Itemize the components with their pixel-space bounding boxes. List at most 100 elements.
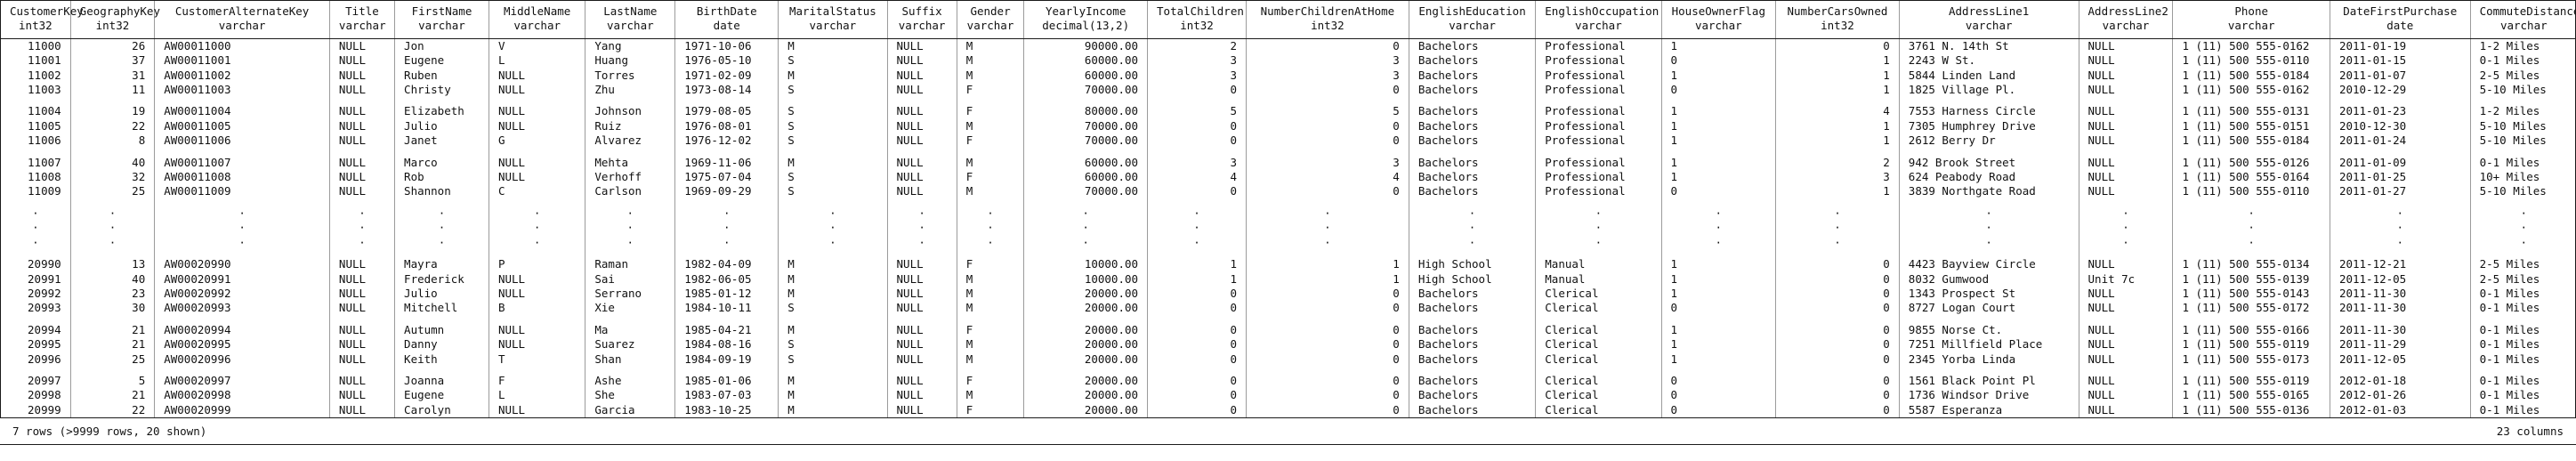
cell-englishoccupation: Clerical	[1535, 388, 1662, 403]
cell-numberchildrenathome: 0	[1246, 38, 1409, 54]
cell-englisheducation: Bachelors	[1409, 352, 1537, 367]
cell-gender: F	[957, 322, 1025, 338]
column-header-name: Gender	[970, 4, 1011, 18]
table-row-ellipsis[interactable]: ·······················	[1, 206, 2576, 222]
cell-addressline2: NULL	[2079, 184, 2174, 199]
cell-gender: M	[957, 352, 1025, 367]
cell-middlename: P	[489, 257, 586, 272]
cell-datefirstpurchase: 2011-01-19	[2330, 38, 2471, 54]
cell-middlename: V	[489, 38, 586, 54]
cell-numberchildrenathome: 3	[1246, 68, 1409, 84]
cell-gender: M	[957, 271, 1025, 287]
cell-englisheducation: Bachelors	[1409, 322, 1537, 338]
cell-numberchildrenathome: 0	[1246, 286, 1409, 302]
row-group-spacer	[1, 366, 2576, 374]
cell-maritalstatus: M	[778, 373, 888, 389]
cell-addressline2: NULL	[2079, 402, 2174, 418]
table-row-ellipsis[interactable]: ·······················	[1, 221, 2576, 236]
cell-commutedistance: 10+ Miles	[2479, 170, 2540, 184]
cell-lastname: Huang	[585, 53, 676, 69]
column-count-label: 23 columns	[2496, 425, 2564, 439]
cell-numbercarsowned: 1	[1775, 83, 1900, 98]
cell-numberchildrenathome: 0	[1246, 352, 1409, 367]
cell-suffix: NULL	[887, 38, 957, 54]
cell-datefirstpurchase: 2011-01-27	[2330, 184, 2471, 199]
row-group-spacer	[1, 198, 2576, 206]
cell-addressline2: NULL	[2079, 257, 2174, 272]
cell-birthdate: ·	[674, 206, 779, 222]
cell-englishoccupation: Professional	[1535, 184, 1662, 199]
cell-numberchildrenathome: 4	[1246, 170, 1409, 185]
cell-datefirstpurchase: 2010-12-29	[2330, 83, 2471, 98]
table-footer: 7 rows (>9999 rows, 20 shown) 23 columns	[0, 418, 2576, 444]
cell-addressline1: 2612 Berry Dr	[1899, 133, 2079, 149]
cell-customerkey: 11002	[1, 68, 71, 84]
cell-addressline2: NULL	[2079, 286, 2174, 302]
cell-numbercarsowned: 0	[1775, 271, 1900, 287]
cell-commutedistance: 0-1 Miles	[2479, 286, 2540, 300]
cell-commutedistance: 0-1 Miles	[2479, 388, 2540, 402]
cell-englisheducation: High School	[1409, 257, 1537, 272]
cell-numbercarsowned: 0	[1775, 286, 1900, 302]
table-row-ellipsis[interactable]: ·······················	[1, 235, 2576, 251]
column-header-type: varchar	[606, 19, 654, 33]
cell-yearlyincome: 70000.00	[1023, 184, 1149, 199]
cell-customerkey: 11001	[1, 53, 71, 69]
cell-maritalstatus: S	[778, 352, 888, 367]
cell-birthdate: 1976-05-10	[674, 53, 779, 69]
column-header-type: varchar	[218, 19, 266, 33]
cell-addressline2: NULL	[2079, 373, 2174, 389]
cell-gender: ·	[957, 206, 1025, 222]
cell-englisheducation: Bachelors	[1409, 373, 1537, 389]
cell-maritalstatus: M	[778, 286, 888, 302]
cell-addressline1: 7251 Millfield Place	[1899, 337, 2079, 352]
cell-addressline2: ·	[2079, 235, 2174, 251]
cell-englishoccupation: Professional	[1535, 155, 1662, 171]
